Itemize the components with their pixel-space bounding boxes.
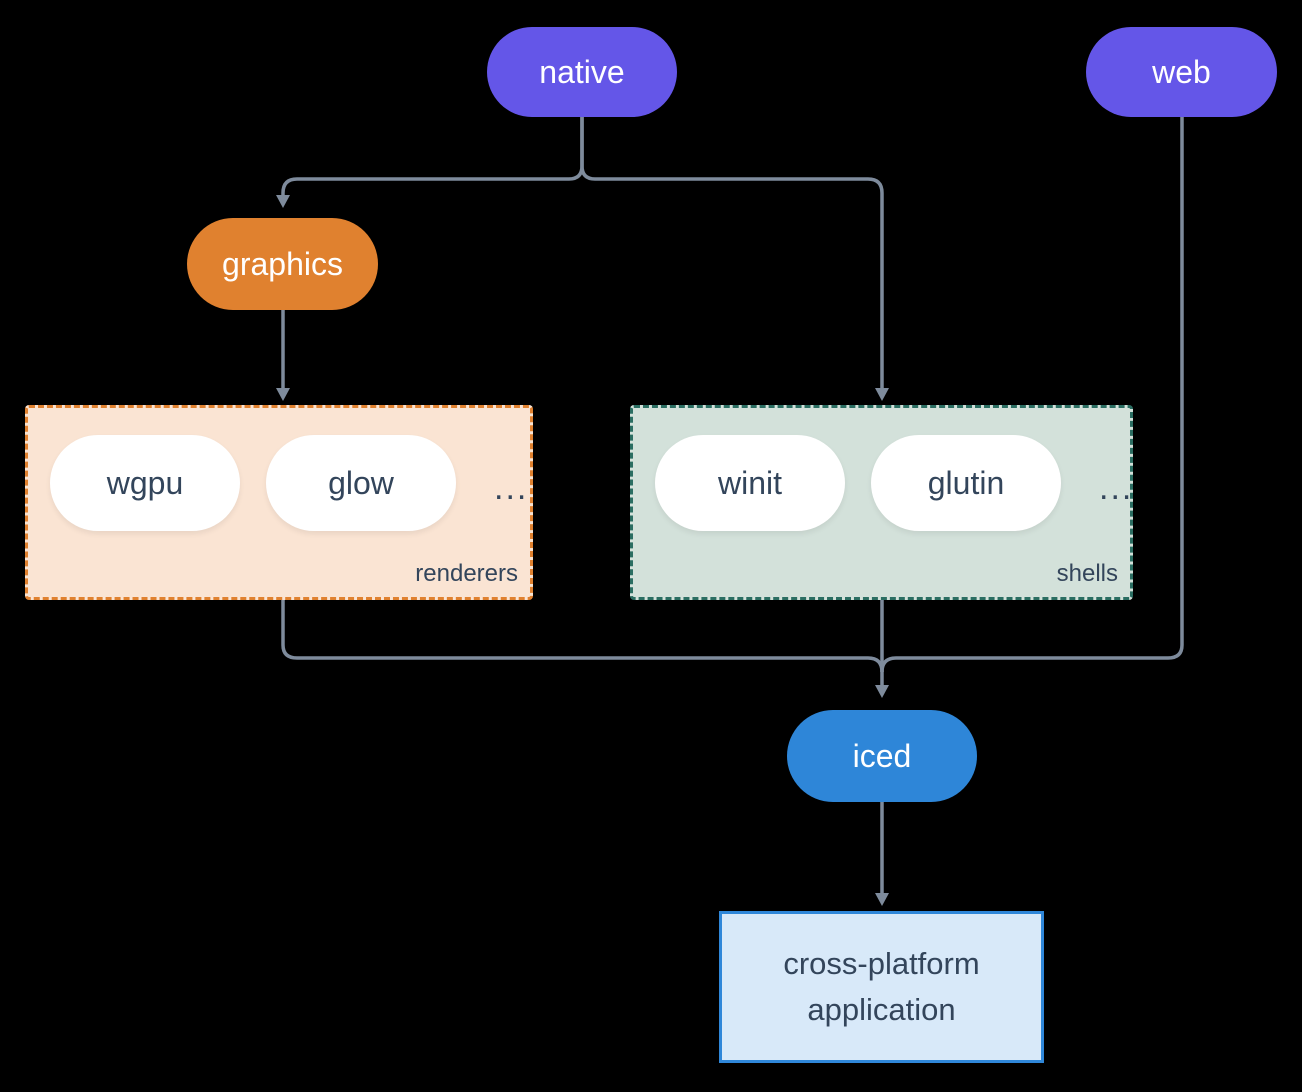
- node-winit-label: winit: [717, 464, 782, 501]
- node-web: web: [1086, 27, 1277, 117]
- node-graphics: graphics: [187, 218, 378, 310]
- node-native-label: native: [539, 53, 625, 90]
- node-glow-label: glow: [328, 464, 394, 501]
- node-glow: glow: [266, 435, 456, 531]
- group-renderers: wgpu glow ... renderers: [25, 405, 533, 600]
- node-native: native: [487, 27, 677, 117]
- node-graphics-label: graphics: [222, 245, 343, 282]
- shells-ellipsis: ...: [1099, 468, 1134, 507]
- node-cross-platform-application: cross-platform application: [719, 911, 1044, 1063]
- node-web-label: web: [1152, 53, 1211, 90]
- node-iced-label: iced: [852, 737, 912, 774]
- group-shells-label: shells: [1056, 560, 1118, 587]
- edge-native-to-shells: [580, 117, 889, 401]
- node-cross-platform-application-label: cross-platform application: [783, 946, 980, 1027]
- edge-renderers-to-merge: [281, 600, 884, 673]
- node-winit: winit: [655, 435, 845, 531]
- group-renderers-items: wgpu glow ...: [50, 435, 528, 531]
- renderers-ellipsis: ...: [494, 468, 529, 507]
- group-renderers-label: renderers: [415, 560, 518, 587]
- node-iced: iced: [787, 710, 977, 802]
- node-glutin-label: glutin: [927, 464, 1005, 501]
- node-wgpu: wgpu: [50, 435, 240, 531]
- group-shells-items: winit glutin ...: [655, 435, 1133, 531]
- edge-native-to-graphics: [276, 117, 584, 208]
- group-shells: winit glutin ... shells: [630, 405, 1133, 600]
- node-wgpu-label: wgpu: [106, 464, 184, 501]
- node-glutin: glutin: [871, 435, 1061, 531]
